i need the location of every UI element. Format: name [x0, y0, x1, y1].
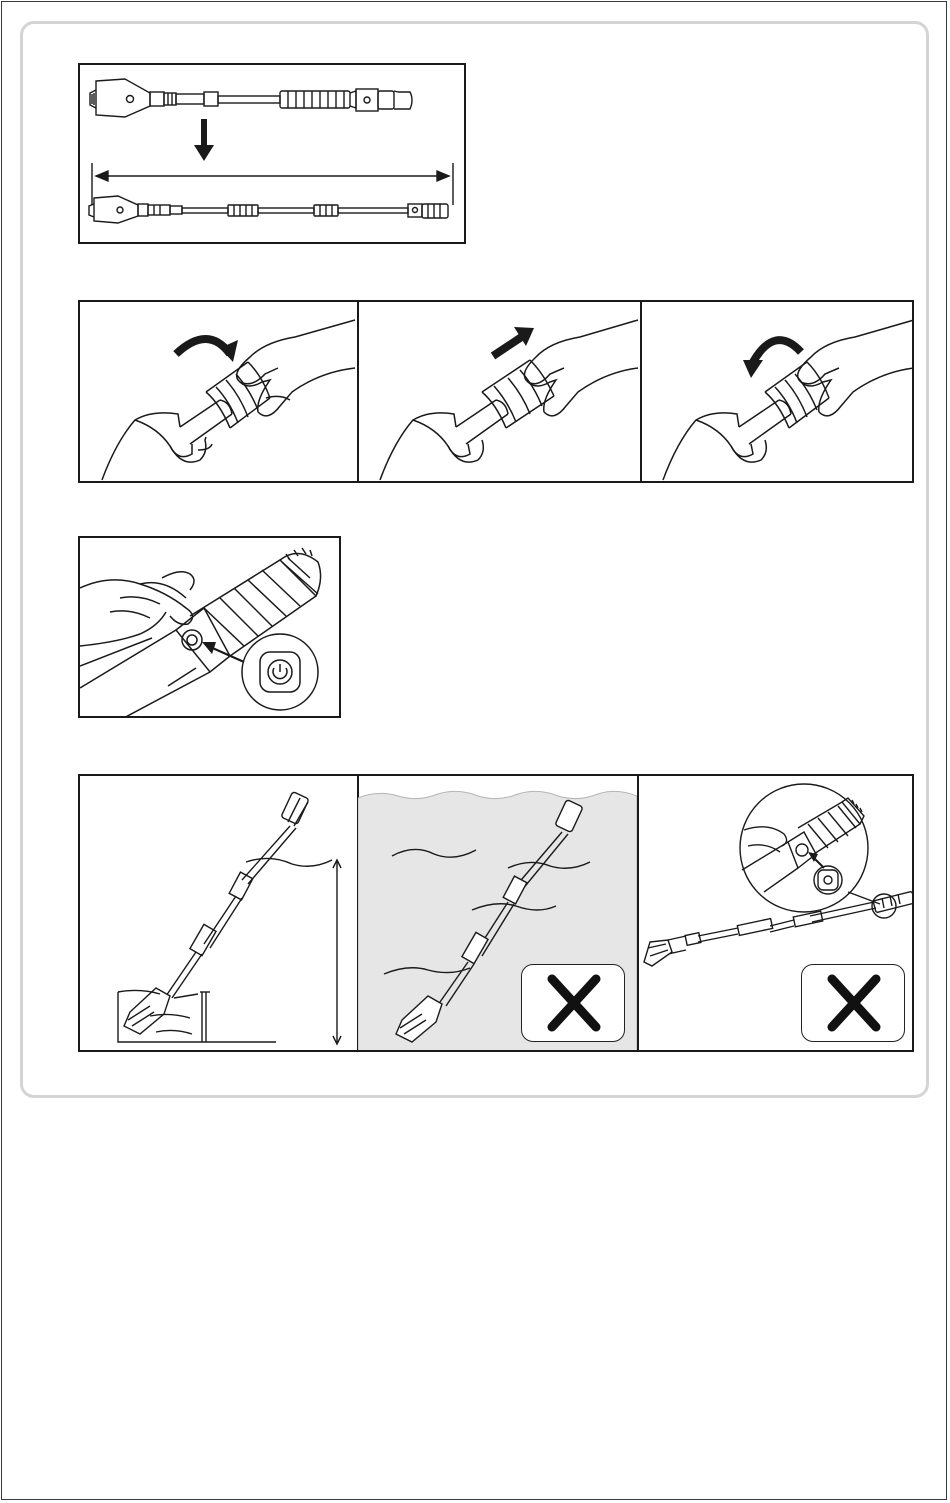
pole-extension-drawing	[80, 65, 466, 244]
water-usage-figure	[78, 774, 914, 1052]
prohibited-badge-out-of-water	[801, 964, 905, 1042]
twist-step-2	[358, 302, 641, 482]
prohibited-badge-submerged	[521, 964, 625, 1042]
cross-icon	[522, 965, 626, 1043]
twist-step-1	[80, 302, 357, 482]
pole-extension-figure	[78, 63, 466, 244]
power-button-drawing	[80, 538, 341, 718]
cross-icon	[802, 965, 906, 1043]
twist-step-3	[641, 302, 914, 482]
usage-correct-panel	[80, 776, 357, 1052]
power-button-figure	[78, 536, 341, 718]
twist-lock-figure	[78, 300, 914, 483]
